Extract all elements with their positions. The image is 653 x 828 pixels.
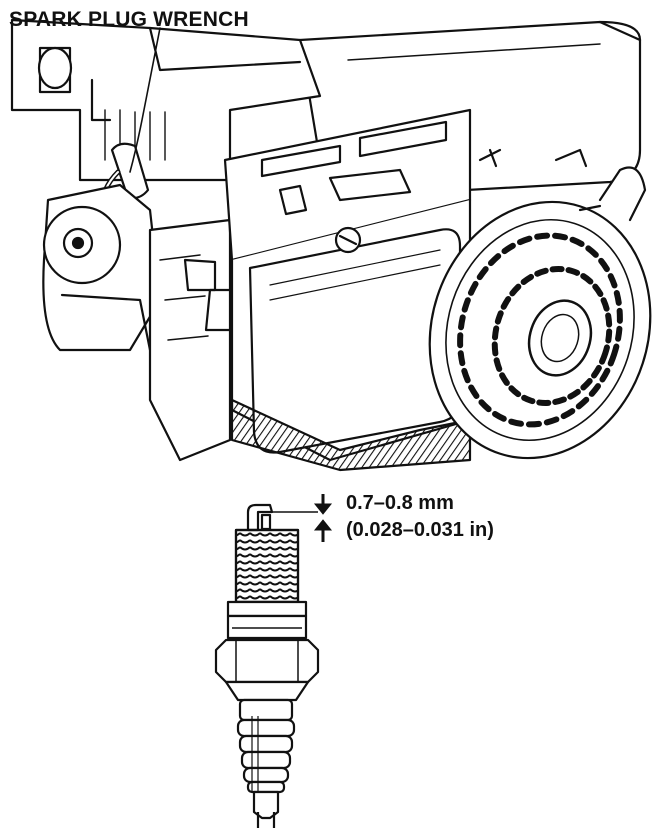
ground-electrode — [246, 503, 274, 532]
bolt-detail-2 — [554, 148, 588, 168]
center-electrode — [260, 513, 272, 531]
base-hatching — [230, 398, 472, 472]
wrench-leader-line — [129, 27, 161, 173]
hex-nut — [214, 638, 320, 684]
engine-drawing — [10, 18, 652, 472]
gap-arrows — [313, 494, 333, 542]
bolt-detail — [478, 148, 502, 168]
shell — [226, 614, 308, 640]
up-arrow-icon — [313, 519, 333, 531]
spark-plug-wrench-label: SPARK PLUG WRENCH — [9, 8, 249, 31]
insulator — [236, 698, 296, 794]
electrode-gap-imperial: (0.028–0.031 in) — [346, 519, 494, 541]
crankcase — [148, 218, 232, 462]
spark-plug-drawing — [214, 503, 320, 828]
crimp — [224, 680, 310, 702]
down-arrow-icon — [313, 503, 333, 515]
air-cleaner — [204, 108, 472, 462]
electrode-gap-metric: 0.7–0.8 mm — [346, 492, 454, 514]
terminal — [252, 790, 280, 820]
recoil-starter — [428, 166, 652, 460]
gasket — [226, 600, 308, 618]
thread-section — [234, 528, 300, 604]
cylinder-head — [10, 18, 322, 182]
side-cover — [42, 183, 162, 352]
